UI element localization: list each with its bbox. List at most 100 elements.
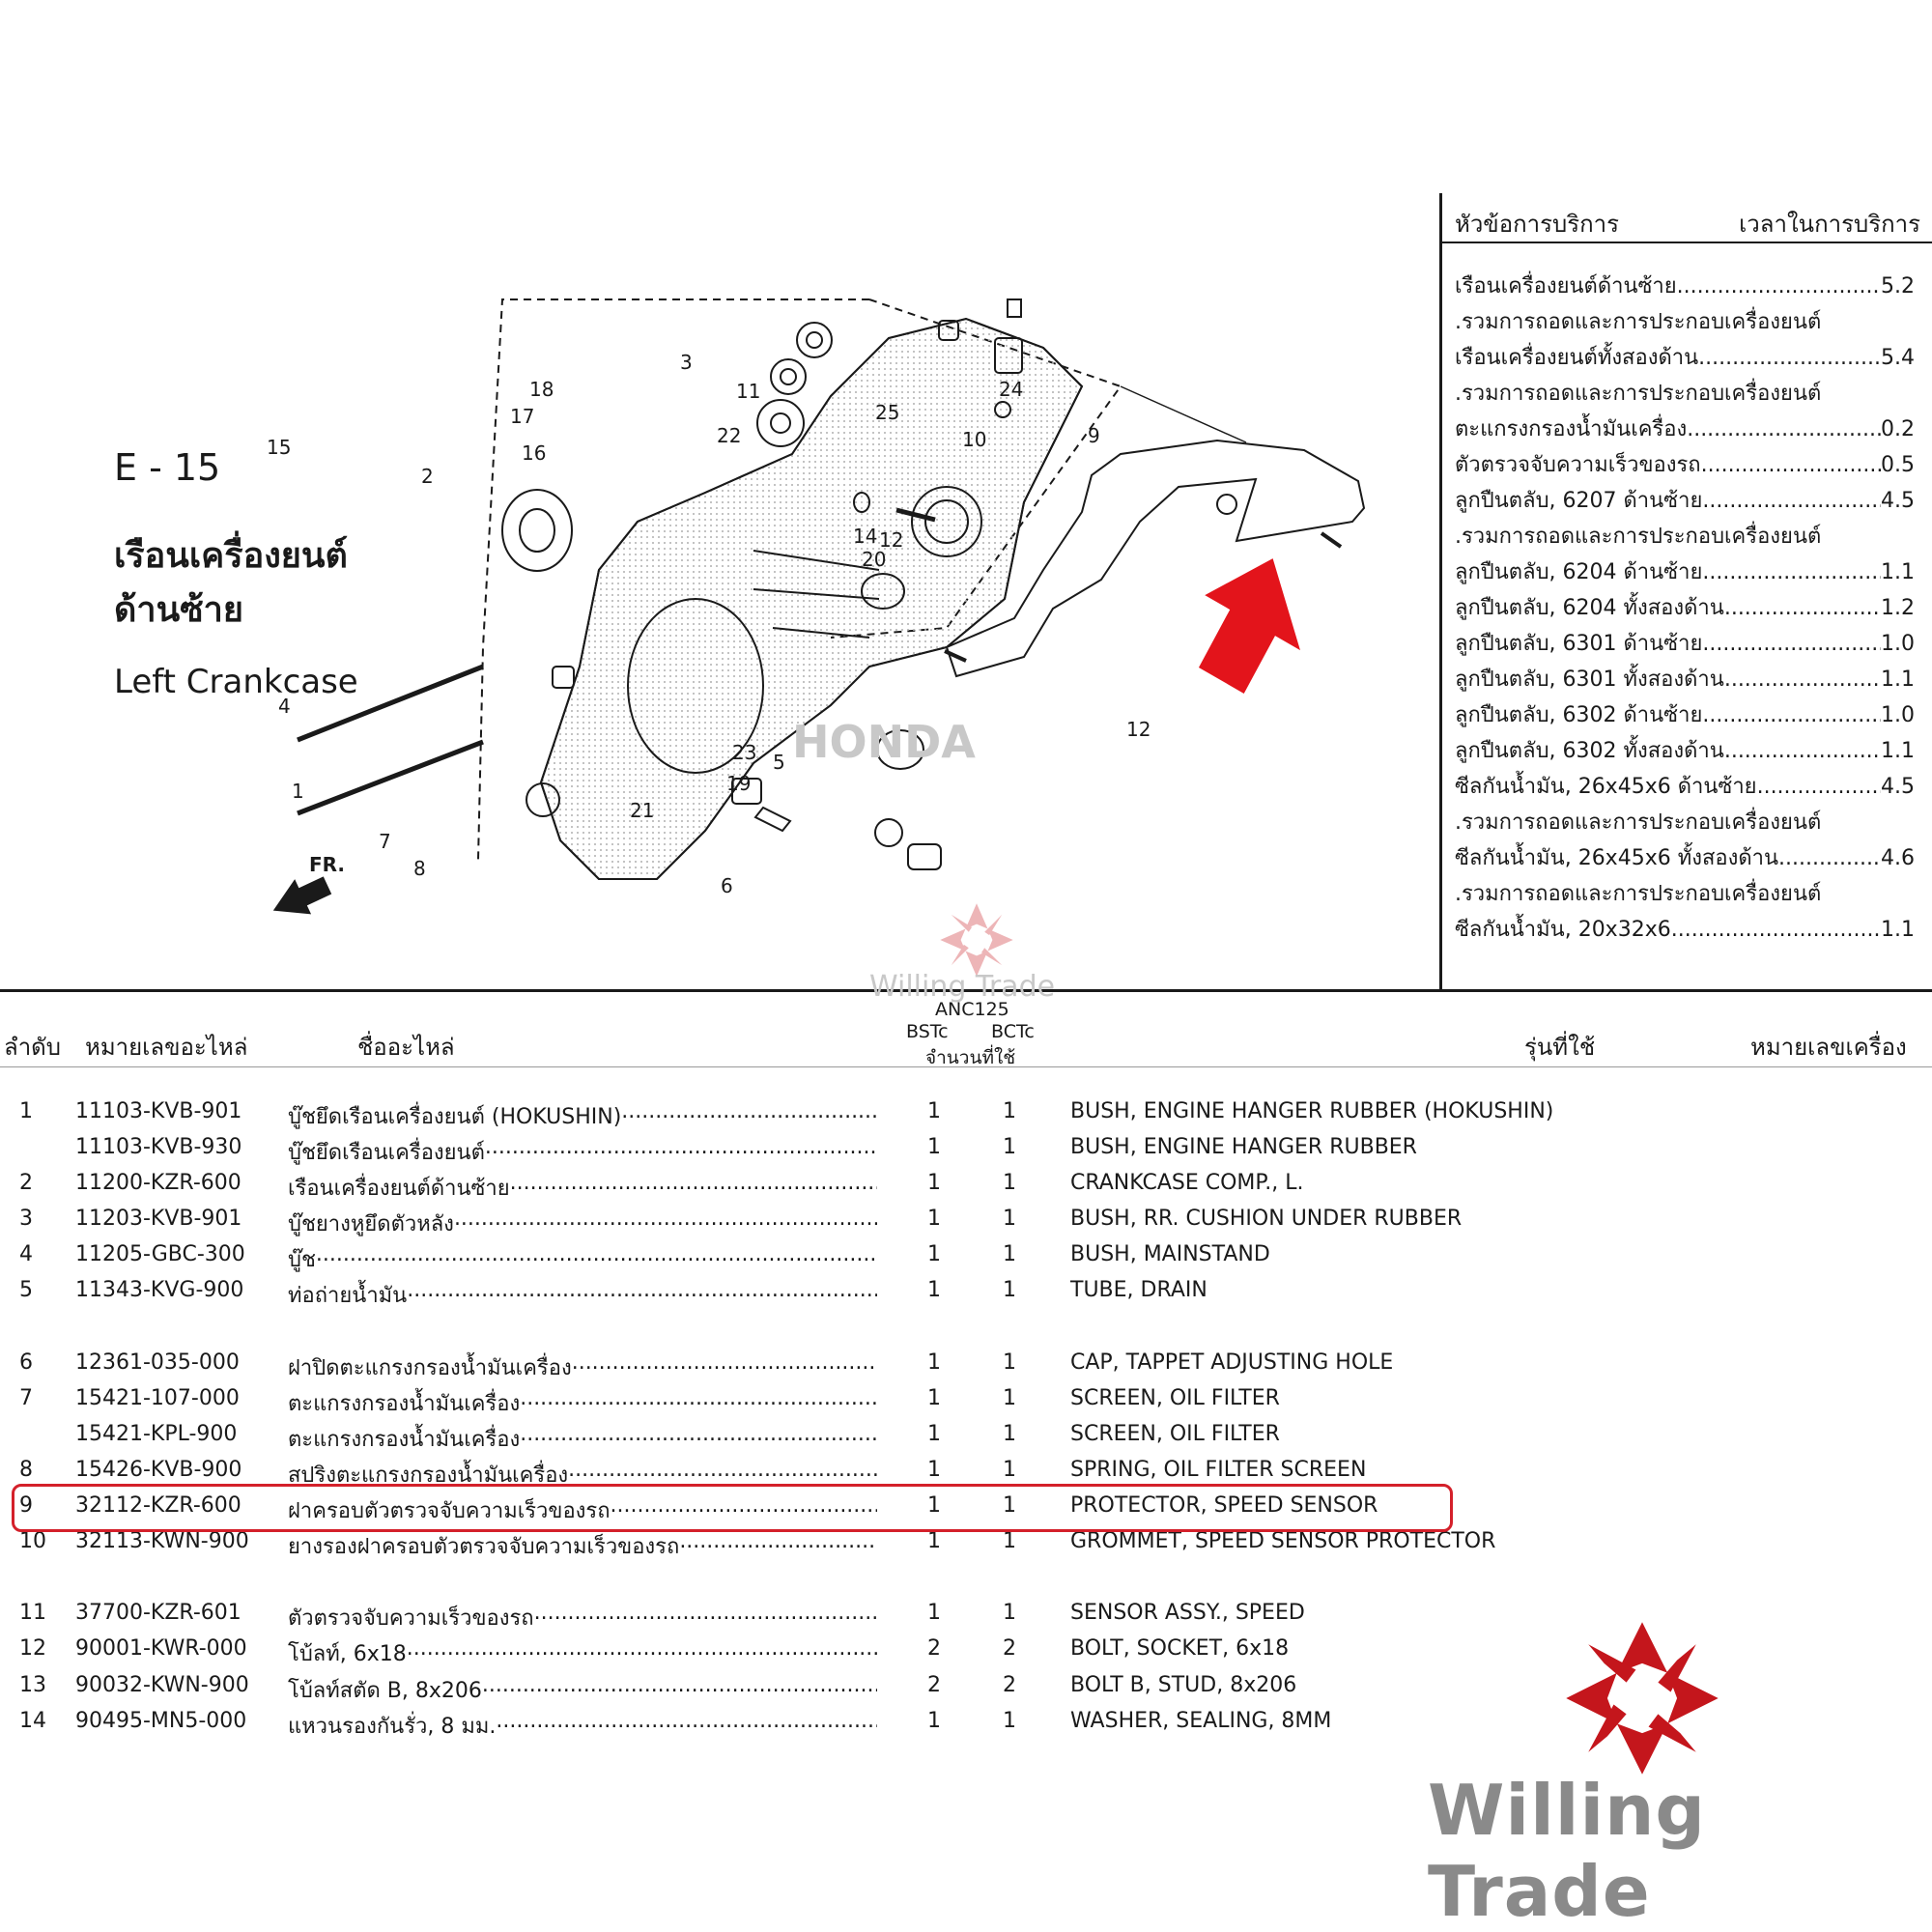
table-top-rule (0, 989, 1932, 992)
service-item-time: 5.4 (1881, 346, 1915, 370)
leader-dots (621, 1099, 877, 1133)
qty-variant-2: 1 (1003, 1457, 1016, 1482)
service-item-label: ซีลกันน้ำมัน, 20x32x6 (1455, 918, 1671, 942)
qty-variant-1: 1 (927, 1278, 941, 1303)
callout-number: 16 (522, 441, 546, 465)
panel-divider (1439, 193, 1442, 991)
row-number: 5 (19, 1278, 33, 1303)
col-header-no: ลำดับ (4, 1034, 62, 1061)
part-name-english: CRANKCASE COMP., L. (1070, 1171, 1304, 1196)
part-name-english: CAP, TAPPET ADJUSTING HOLE (1070, 1350, 1394, 1375)
part-name-thai-cell: ฝาปิดตะแกรงกรองน้ำมันเครื่อง (288, 1350, 877, 1384)
leader-dots (1724, 662, 1881, 697)
qty-variant-1: 1 (927, 1385, 941, 1410)
service-item: .รวมการถอดและการประกอบเครื่องยนต์ (1455, 304, 1915, 340)
part-number: 11343-KVG-900 (75, 1278, 244, 1303)
part-name-thai-cell: ท่อถ่ายน้ำมัน (288, 1278, 877, 1312)
part-name-english: WASHER, SEALING, 8MM (1070, 1708, 1332, 1733)
col-header-variant-1: BSTc (906, 1021, 949, 1042)
leader-dots (1702, 554, 1881, 590)
col-header-qty: จำนวนที่ใช้ (925, 1047, 1016, 1068)
part-name-thai-cell: บู๊ช (288, 1242, 877, 1276)
brand-watermark: HONDA (792, 716, 976, 768)
page-title-thai: เรือนเครื่องยนต์ ด้านซ้าย (114, 529, 348, 638)
callout-number: 15 (267, 436, 291, 459)
callout-number: 24 (999, 378, 1023, 401)
part-number: 11103-KVB-930 (75, 1135, 242, 1160)
callout-number: 3 (680, 351, 693, 374)
part-name-thai: ฝาครอบตัวตรวจจับความเร็วของรถ (288, 1499, 611, 1524)
service-item-label: ลูกปืนตลับ, 6302 ทั้งสองด้าน (1455, 739, 1724, 763)
col-header-part-no: หมายเลขอะไหล่ (85, 1034, 248, 1061)
part-number: 32112-KZR-600 (75, 1493, 242, 1519)
service-item-label: เรือนเครื่องยนต์ด้านซ้าย (1455, 274, 1677, 298)
qty-variant-1: 1 (927, 1708, 941, 1733)
callout-number: 21 (630, 799, 654, 822)
qty-variant-2: 2 (1003, 1672, 1016, 1697)
leader-dots (1702, 697, 1881, 733)
callout-number: 17 (510, 405, 534, 428)
service-item-time: 1.0 (1881, 632, 1915, 656)
callout-number: 11 (736, 380, 760, 403)
leader-dots (510, 1171, 877, 1205)
service-item-time: 0.2 (1881, 417, 1915, 441)
qty-variant-2: 1 (1003, 1385, 1016, 1410)
row-number: 9 (19, 1493, 33, 1519)
service-item-label: .รวมการถอดและการประกอบเครื่องยนต์ (1455, 310, 1822, 334)
watermark-logo (1566, 1622, 1719, 1775)
page-title-english: Left Crankcase (114, 663, 358, 701)
leader-dots (407, 1636, 877, 1670)
part-number: 90001-KWR-000 (75, 1636, 247, 1662)
leader-dots (520, 1422, 877, 1456)
row-number: 7 (19, 1385, 33, 1410)
part-number: 32113-KWN-900 (75, 1529, 249, 1554)
service-item-label: ลูกปืนตลับ, 6302 ด้านซ้าย (1455, 703, 1703, 727)
part-name-english: SCREEN, OIL FILTER (1070, 1385, 1280, 1410)
watermark-logo-small (940, 903, 1013, 977)
row-number: 2 (19, 1171, 33, 1196)
service-item-time: 1.1 (1881, 668, 1915, 692)
callout-number: 14 (853, 525, 877, 548)
service-item-time: 1.1 (1881, 739, 1915, 763)
row-number: 12 (19, 1636, 46, 1662)
part-number: 11205-GBC-300 (75, 1242, 245, 1267)
watermark-text: Willing Trade (1428, 1770, 1706, 1932)
qty-variant-1: 1 (927, 1601, 941, 1626)
part-number: 11200-KZR-600 (75, 1171, 242, 1196)
callout-number: 4 (278, 695, 291, 718)
row-number: 11 (19, 1601, 46, 1626)
service-item: ลูกปืนตลับ, 6301 ทั้งสองด้าน1.1 (1455, 662, 1915, 697)
qty-variant-2: 1 (1003, 1171, 1016, 1196)
exploded-parts-diagram: HONDA FR. 123456789101112121313141516171… (267, 298, 1366, 915)
service-item-label: .รวมการถอดและการประกอบเครื่องยนต์ (1455, 525, 1822, 549)
part-name-thai: บู๊ชยางหูยึดตัวหลัง (288, 1212, 454, 1237)
service-item: ลูกปืนตลับ, 6302 ด้านซ้าย1.0 (1455, 697, 1915, 733)
service-item-time: 0.5 (1881, 453, 1915, 477)
service-item-label: ลูกปืนตลับ, 6204 ทั้งสองด้าน (1455, 596, 1724, 620)
part-number: 15421-KPL-900 (75, 1421, 238, 1446)
part-name-thai-cell: บู๊ชยางหูยึดตัวหลัง (288, 1207, 877, 1240)
part-name-thai-cell: ยางรองฝาครอบตัวตรวจจับความเร็วของรถ (288, 1529, 877, 1563)
part-name-thai-cell: ตัวตรวจจับความเร็วของรถ (288, 1601, 877, 1634)
leader-dots (1687, 412, 1881, 447)
part-name-thai: ตะแกรงกรองน้ำมันเครื่อง (288, 1391, 521, 1416)
row-number: 1 (19, 1099, 33, 1123)
service-item-label: ตัวตรวจจับความเร็วของรถ (1455, 453, 1701, 477)
qty-variant-2: 1 (1003, 1207, 1016, 1232)
part-name-thai-cell: ตะแกรงกรองน้ำมันเครื่อง (288, 1386, 877, 1420)
qty-variant-2: 1 (1003, 1350, 1016, 1375)
part-name-english: SENSOR ASSY., SPEED (1070, 1601, 1305, 1626)
service-time-heading: เวลาในการบริการ (1739, 211, 1920, 238)
service-item-label: เรือนเครื่องยนต์ทั้งสองด้าน (1455, 346, 1699, 370)
